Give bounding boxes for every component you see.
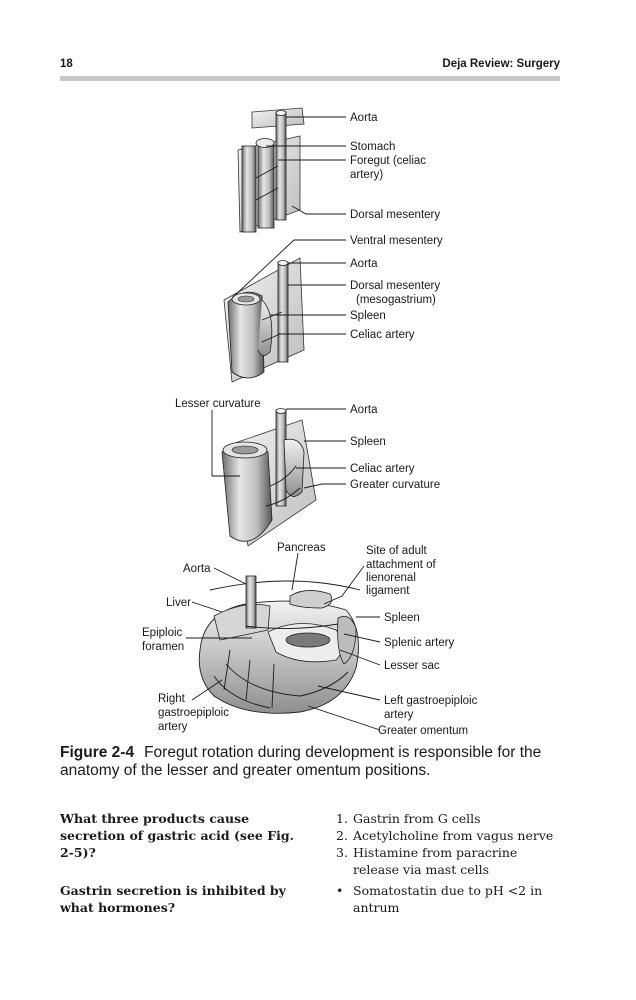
answer-text: Somatostatin due to pH <2 in antrum: [353, 883, 543, 915]
label-pancreas: Pancreas: [277, 542, 326, 554]
stage-4-illustration: [198, 575, 361, 714]
label-greater-omentum: Greater omentum: [378, 725, 468, 737]
label-site-line-2: attachment of: [366, 559, 436, 571]
question-2: Gastrin secretion is inhibited by what h…: [60, 883, 286, 915]
label-stomach: Stomach: [350, 141, 395, 153]
page-number: 18: [60, 58, 73, 70]
label-celiac-artery-2: Celiac artery: [350, 329, 415, 341]
label-spleen-4: Spleen: [384, 612, 420, 624]
label-greater-curvature: Greater curvature: [350, 479, 440, 491]
label-right-gastroepiploic-line-3: artery: [158, 721, 188, 733]
answer-text: Histamine from paracrine release via mas…: [353, 845, 518, 877]
figure-labels: Aorta Stomach Foregut (celiac artery) Do…: [142, 112, 478, 737]
answer-list-2: •Somatostatin due to pH <2 in antrum: [336, 882, 566, 916]
stage-2-illustration: [223, 257, 305, 383]
header-rule: [60, 76, 560, 81]
label-right-gastroepiploic-line-1: Right: [158, 693, 186, 705]
label-splenic-artery: Splenic artery: [384, 637, 455, 649]
label-epiploic-line-2: foramen: [142, 641, 184, 653]
answer-list-1: 1.Gastrin from G cells 2.Acetylcholine f…: [336, 810, 566, 878]
answer-item: •Somatostatin due to pH <2 in antrum: [336, 883, 543, 915]
label-lesser-curvature: Lesser curvature: [175, 398, 261, 410]
label-spleen-2: Spleen: [350, 310, 386, 322]
label-foregut-line-2: artery): [350, 169, 383, 181]
label-right-gastroepiploic-line-2: gastroepiploic: [158, 707, 229, 719]
label-aorta-2: Aorta: [350, 258, 378, 270]
label-left-gastroepiploic-line-1: Left gastroepiploic: [384, 695, 478, 707]
label-lesser-sac: Lesser sac: [384, 660, 440, 672]
label-aorta-3: Aorta: [350, 404, 378, 416]
label-foregut-line-1: Foregut (celiac: [350, 155, 426, 167]
label-site-line-4: ligament: [366, 585, 410, 597]
running-header-title: Deja Review: Surgery: [442, 58, 560, 70]
label-aorta-4: Aorta: [183, 563, 211, 575]
label-spleen-3: Spleen: [350, 436, 386, 448]
label-dorsal-mesentery-2-line-2: (mesogastrium): [356, 294, 436, 306]
label-site-line-1: Site of adult: [366, 545, 428, 557]
answer-item: 1.Gastrin from G cells: [336, 811, 481, 826]
question-1: What three products cause secretion of g…: [60, 811, 294, 860]
leader-lines: [186, 116, 381, 731]
label-site-line-3: lienorenal: [366, 572, 416, 584]
label-aorta-1: Aorta: [350, 112, 378, 124]
label-left-gastroepiploic-line-2: artery: [384, 709, 414, 721]
label-celiac-artery-3: Celiac artery: [350, 463, 415, 475]
figure-caption-text: Foregut rotation during development is r…: [60, 744, 542, 779]
label-dorsal-mesentery-1: Dorsal mesentery: [350, 209, 440, 221]
answer-item: 2.Acetylcholine from vagus nerve: [336, 828, 554, 843]
answer-text: Acetylcholine from vagus nerve: [353, 828, 554, 843]
label-liver: Liver: [166, 597, 191, 609]
label-dorsal-mesentery-2-line-1: Dorsal mesentery: [350, 280, 440, 292]
answer-item: 3.Histamine from paracrine release via m…: [336, 845, 518, 877]
stage-3-illustration: [221, 408, 317, 547]
label-ventral-mesentery: Ventral mesentery: [350, 235, 443, 247]
answer-text: Gastrin from G cells: [353, 811, 481, 826]
stage-1-illustration: [237, 107, 305, 233]
label-epiploic-line-1: Epiploic: [142, 627, 183, 639]
foregut-rotation-figure: Aorta Stomach Foregut (celiac artery) Do…: [142, 107, 478, 737]
figure-caption-label: Figure 2-4: [60, 744, 135, 761]
